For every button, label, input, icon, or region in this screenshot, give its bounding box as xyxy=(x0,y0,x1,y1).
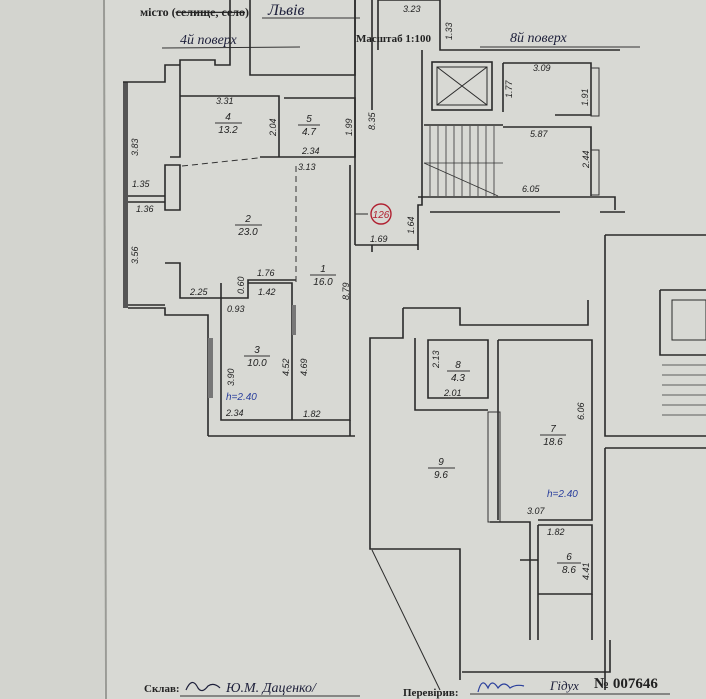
compiled-by: Ю.М. Даценко/ xyxy=(225,681,317,696)
label: 2.44 xyxy=(581,150,591,169)
label: ) xyxy=(245,5,249,19)
label: 18.6 xyxy=(543,437,563,448)
label: 0.93 xyxy=(227,304,245,314)
floor-right-label: 8й поверх xyxy=(510,31,568,46)
label: 4.69 xyxy=(299,358,309,376)
label: 1.99 xyxy=(344,118,354,136)
apartment-number-marker xyxy=(370,203,392,225)
room-8: 84.3 xyxy=(447,360,470,384)
label: 0.60 xyxy=(236,276,246,294)
label: 2.34 xyxy=(225,408,244,418)
label: 3 xyxy=(254,345,260,356)
label: 4.7 xyxy=(302,127,316,138)
label: 7 xyxy=(550,424,556,435)
label: 1.64 xyxy=(406,216,416,234)
label: 4.41 xyxy=(581,562,591,580)
ceiling-height-label: h=2.40 xyxy=(226,392,257,403)
label: 1.82 xyxy=(547,527,565,537)
right-floor-plan: 126 xyxy=(370,0,625,250)
header: місто (селище, село) Львів 4й поверх Мас… xyxy=(140,2,640,49)
label: 6 xyxy=(566,552,572,563)
footer: Склав: Ю.М. Даценко/ Перевірив: Гідух № … xyxy=(144,676,670,699)
room-3: 310.0 xyxy=(244,345,270,369)
label: 2.04 xyxy=(268,118,278,137)
label: 6.05 xyxy=(522,184,541,194)
svg-text:місто (селище, село): місто (селище, село) xyxy=(140,5,249,19)
label: 1.91 xyxy=(580,88,590,106)
label: 6.06 xyxy=(576,402,586,420)
label: 3.23 xyxy=(403,4,421,14)
label: 23.0 xyxy=(237,227,258,238)
label: 3.07 xyxy=(527,506,546,516)
checked-by: Гідух xyxy=(549,678,579,693)
document-number: № 007646 xyxy=(594,676,658,692)
apartment-number: 126 xyxy=(373,210,390,221)
label: 1.82 xyxy=(303,409,321,419)
label: 3.90 xyxy=(226,368,236,386)
label: 3.09 xyxy=(533,63,551,73)
label: 2.25 xyxy=(189,287,209,297)
room-5: 54.7 xyxy=(298,114,320,138)
label: 13.2 xyxy=(218,125,238,136)
label: 3.13 xyxy=(298,162,316,172)
room-4: 413.2 xyxy=(215,112,242,136)
label: 1.35 xyxy=(132,179,151,189)
label: 5 xyxy=(306,114,312,125)
label: 9.6 xyxy=(434,470,448,481)
elevator-shaft xyxy=(431,61,493,111)
label: 8.6 xyxy=(562,565,576,576)
room-labels: 413.2 54.7 223.0 116.0 310.0 84.3 718.6 … xyxy=(215,112,581,576)
signature-compiled xyxy=(185,681,221,692)
floor-left-label: 4й поверх xyxy=(180,33,238,48)
label: 1.33 xyxy=(444,22,454,40)
label: Склав: xyxy=(144,683,180,695)
label: 3.56 xyxy=(130,246,140,264)
label: 2.34 xyxy=(301,146,320,156)
room-7: 718.6 xyxy=(540,424,566,448)
dimension-labels: 3.31 2.04 2.34 1.99 3.83 3.13 1.35 1.36 … xyxy=(130,4,591,580)
label: 3.83 xyxy=(130,138,140,156)
label: 3.31 xyxy=(216,96,234,106)
label: 1.42 xyxy=(258,287,276,297)
label: 4.3 xyxy=(451,373,465,384)
label: 2.01 xyxy=(443,388,462,398)
label: Перевірив: xyxy=(403,687,459,699)
ceiling-height-label: h=2.40 xyxy=(547,489,578,500)
label: 9 xyxy=(438,457,444,468)
lower-floor-plan xyxy=(369,234,706,691)
label: 8.79 xyxy=(341,282,351,300)
label: 16.0 xyxy=(313,277,333,288)
label: 4.52 xyxy=(281,358,291,376)
room-9: 99.6 xyxy=(428,457,455,481)
back-sheet xyxy=(0,0,108,699)
scale-label: Масштаб 1:100 xyxy=(356,33,432,45)
label: 2 xyxy=(244,214,251,225)
label: селище, село xyxy=(176,5,245,19)
label: 2.13 xyxy=(431,350,441,369)
label: 4 xyxy=(225,112,231,123)
room-2: 223.0 xyxy=(235,214,262,238)
label: 1.36 xyxy=(136,204,154,214)
left-floor-plan xyxy=(123,0,418,437)
label: місто ( xyxy=(140,5,176,19)
paper-sheet xyxy=(104,0,706,699)
room-1: 116.0 xyxy=(310,264,336,288)
label: 8 xyxy=(455,360,461,371)
label: 1.77 xyxy=(504,79,514,98)
label: 10.0 xyxy=(247,358,267,369)
label: 1.76 xyxy=(257,268,275,278)
label: 1.69 xyxy=(370,234,388,244)
label: 8.35 xyxy=(367,111,377,130)
city-value: Львів xyxy=(267,2,305,19)
label: 1 xyxy=(320,264,326,275)
signature-checked xyxy=(477,682,525,693)
room-6: 68.6 xyxy=(557,552,581,576)
label: 5.87 xyxy=(530,129,549,139)
